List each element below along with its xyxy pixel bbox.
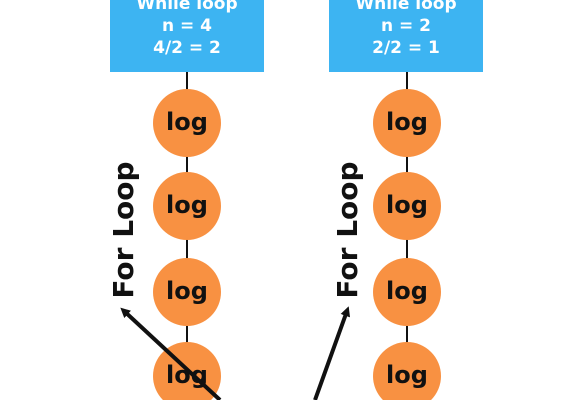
- while-loop-division: 4/2 = 2: [153, 38, 221, 58]
- while-loop-title: While loop: [136, 0, 238, 14]
- log-node-left-4: log: [153, 342, 221, 400]
- while-loop-title: While loop: [355, 0, 457, 14]
- while-loop-n-value: n = 4: [161, 16, 212, 36]
- for-loop-label-left: For Loop: [107, 161, 140, 299]
- arrow-to-right-for-loop: [313, 306, 351, 400]
- while-loop-division: 2/2 = 1: [372, 38, 440, 58]
- while-loop-box-right: While loop n = 2 2/2 = 1: [329, 0, 483, 72]
- while-loop-n-value: n = 2: [380, 16, 431, 36]
- for-loop-label-right: For Loop: [331, 161, 364, 299]
- log-node-left-3: log: [153, 258, 221, 326]
- log-node-left-2: log: [153, 172, 221, 240]
- log-node-right-2: log: [373, 172, 441, 240]
- while-loop-box-left: While loop n = 4 4/2 = 2: [110, 0, 264, 72]
- log-node-right-3: log: [373, 258, 441, 326]
- log-node-right-4: log: [373, 342, 441, 400]
- log-node-right-1: log: [373, 89, 441, 157]
- log-node-left-1: log: [153, 89, 221, 157]
